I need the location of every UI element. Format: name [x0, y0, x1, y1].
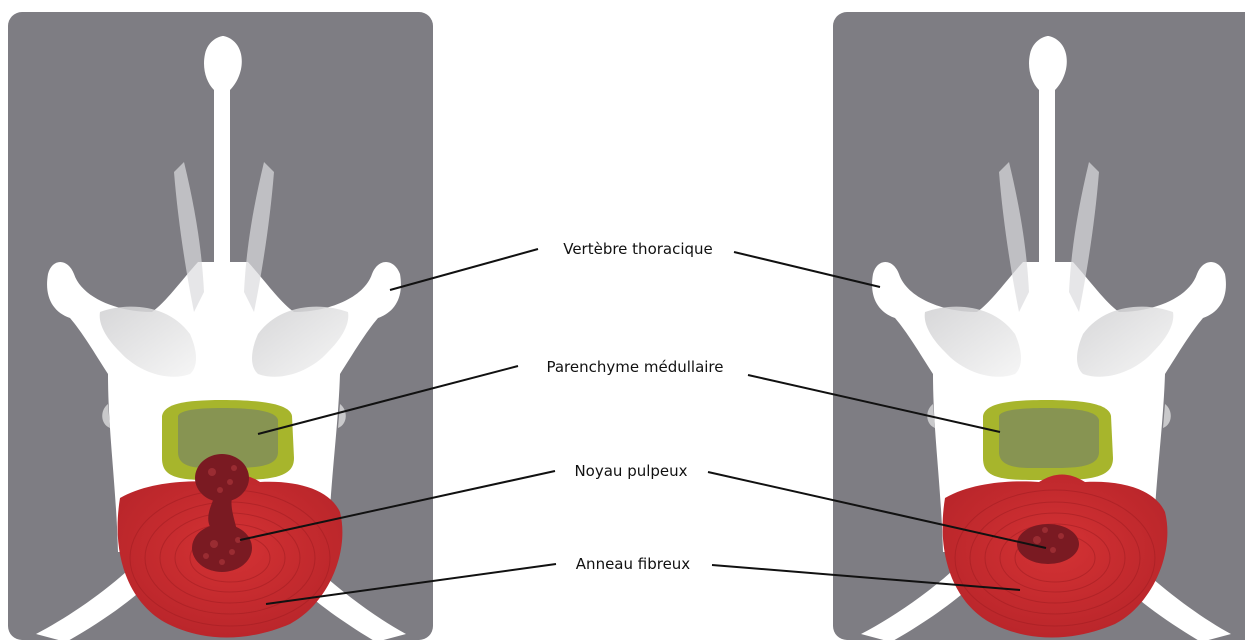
label-nucleus: Noyau pulpeux [574, 462, 687, 480]
label-vertebra: Vertèbre thoracique [563, 240, 713, 258]
label-spinal-cord: Parenchyme médullaire [546, 358, 723, 376]
panel-herniated [8, 12, 433, 640]
label-annulus: Anneau fibreux [576, 555, 691, 573]
spinal-cord [983, 400, 1113, 480]
